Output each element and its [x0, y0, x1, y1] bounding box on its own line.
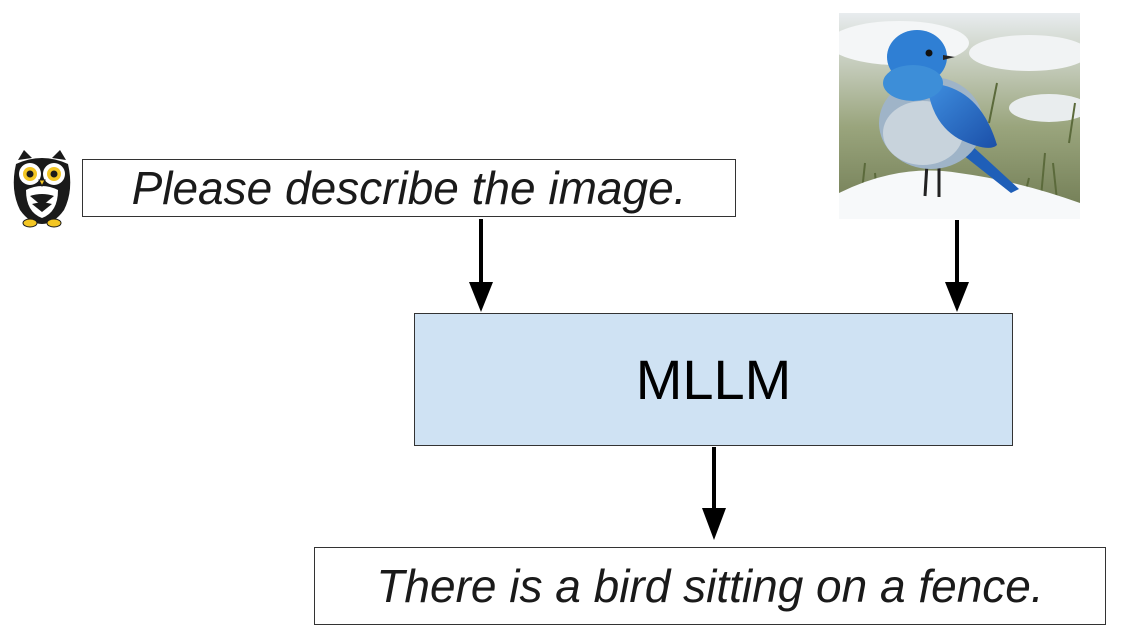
owl-icon — [13, 150, 71, 228]
arrow-model-to-output — [702, 447, 726, 540]
output-text-box: There is a bird sitting on a fence. — [314, 547, 1106, 625]
output-text: There is a bird sitting on a fence. — [376, 560, 1044, 612]
model-box: MLLM — [414, 313, 1013, 446]
model-label: MLLM — [635, 348, 792, 411]
prompt-text: Please describe the image. — [131, 162, 687, 214]
prompt-text-box: Please describe the image. — [82, 159, 736, 217]
arrow-image-to-model — [945, 220, 969, 312]
arrow-prompt-to-model — [469, 219, 493, 312]
bird-photo — [839, 13, 1080, 219]
